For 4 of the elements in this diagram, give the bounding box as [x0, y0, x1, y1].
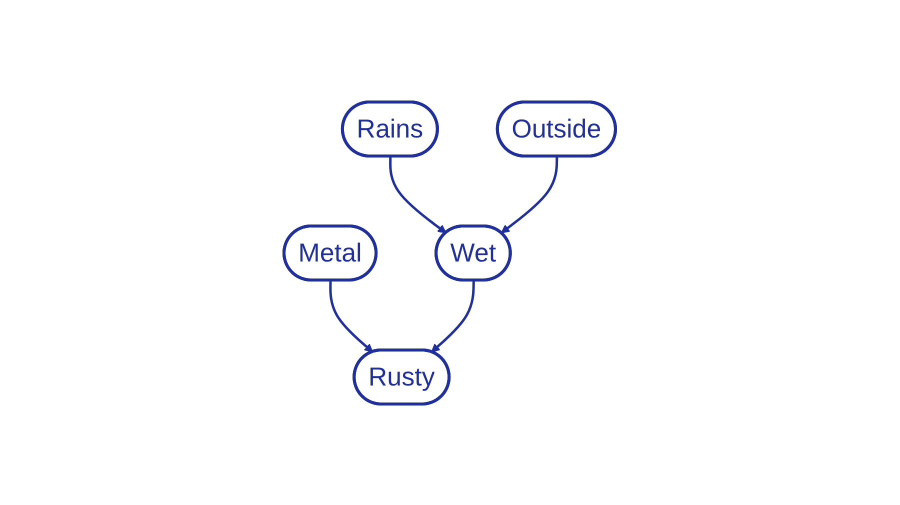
arrow — [431, 280, 476, 352]
arrow — [501, 156, 558, 233]
arrow — [329, 280, 374, 352]
arrow — [389, 156, 447, 233]
